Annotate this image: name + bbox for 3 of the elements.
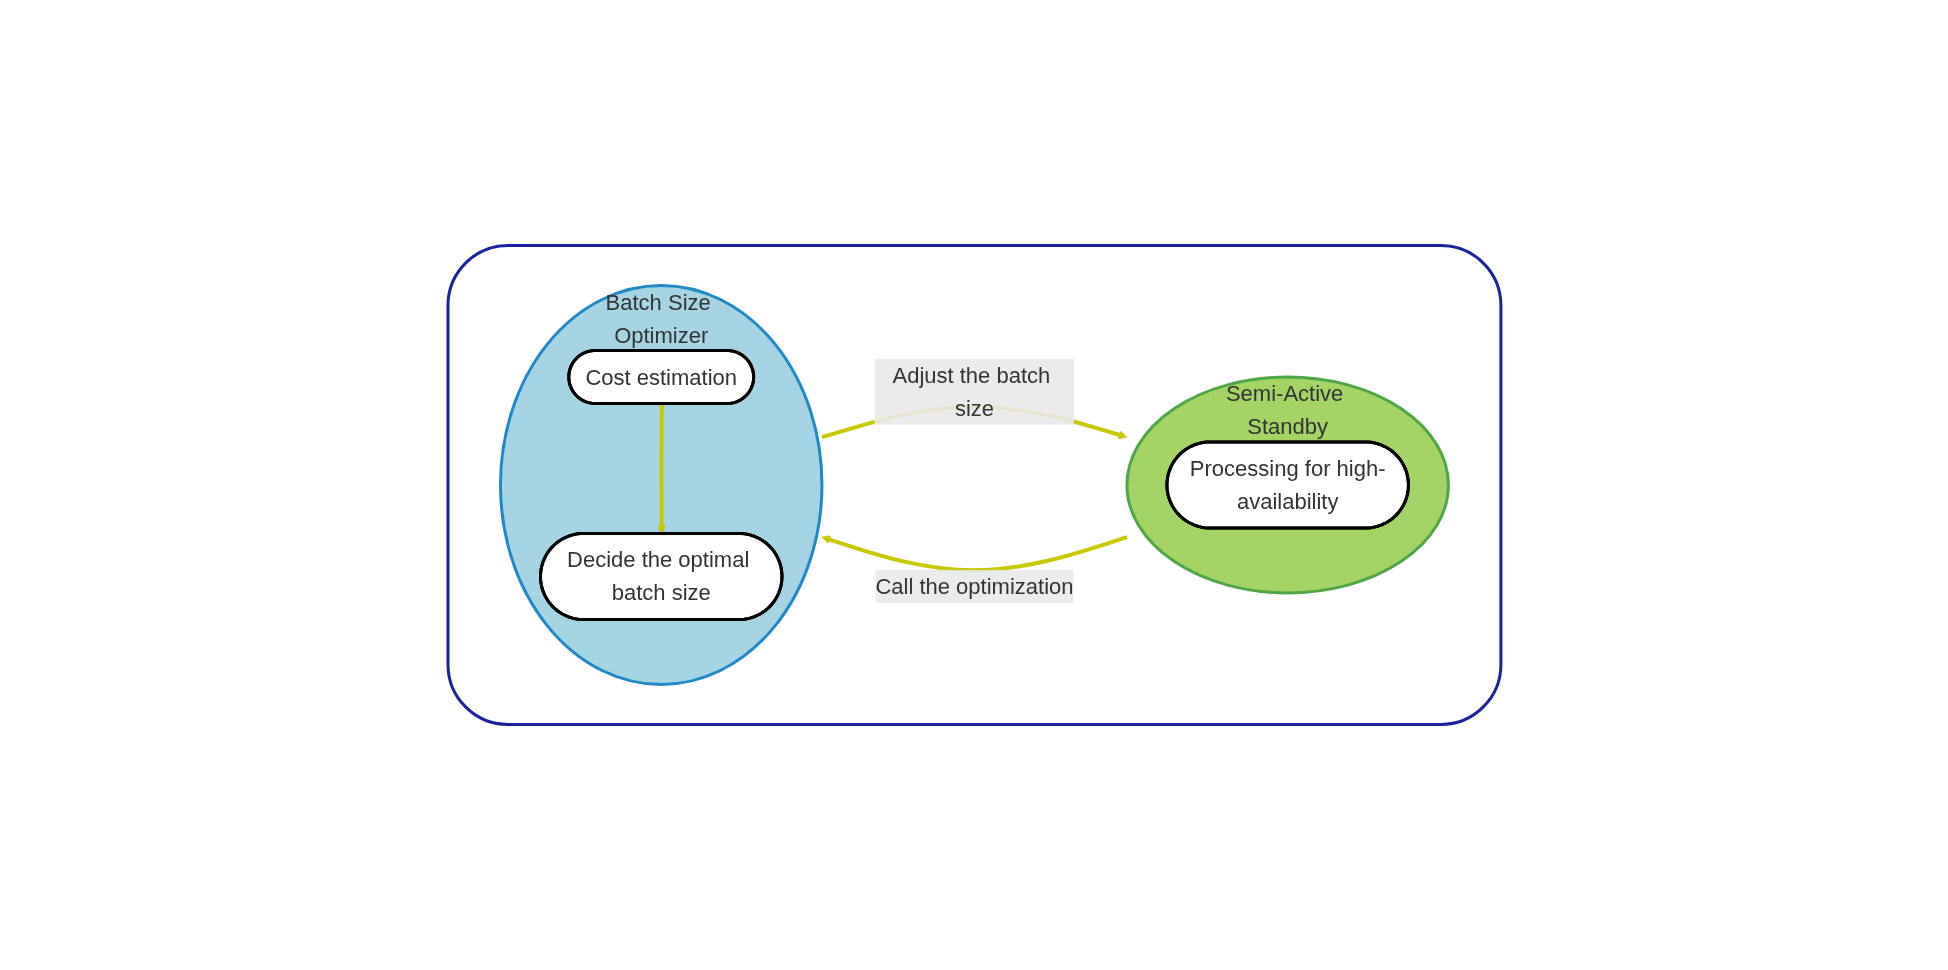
edge-label: Call the optimization: [874, 574, 1074, 599]
edge-label: Adjust the batch size: [892, 362, 1050, 421]
cluster: [446, 244, 1502, 726]
